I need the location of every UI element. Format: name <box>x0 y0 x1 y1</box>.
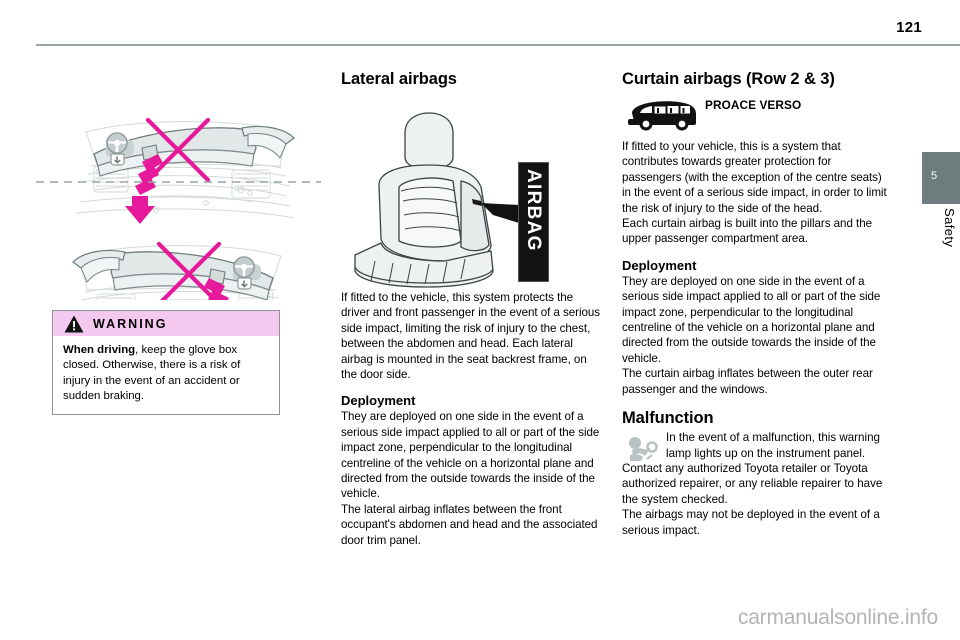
airbag-label-tag: AIRBAG <box>518 162 549 282</box>
column-middle: Lateral airbags <box>341 70 603 548</box>
front-seat-lateral-airbag-icon <box>354 112 519 288</box>
header-rule <box>36 44 960 46</box>
airbag-label-text: AIRBAG <box>523 169 544 252</box>
warning-text: When driving, keep the glove box closed.… <box>53 336 279 414</box>
warning-lead-bold: When driving <box>63 344 136 356</box>
chapter-label: Safety <box>942 208 957 248</box>
vehicle-variant-name: PROACE VERSO <box>705 98 802 112</box>
site-watermark: carmanualsonline.info <box>737 606 938 629</box>
warning-heading: WARNING <box>93 316 168 331</box>
warning-text-rest: , keep the glove box closed. Otherwise, … <box>63 344 241 403</box>
warning-triangle-icon <box>64 315 84 332</box>
chapter-tab[interactable]: 5 <box>922 152 960 204</box>
chapter-number: 5 <box>931 170 938 182</box>
glove-box-illustration <box>36 70 331 348</box>
curtain-airbags-intro: If fitted to your vehicle, this is a sys… <box>622 140 887 246</box>
curtain-airbags-title: Curtain airbags (Row 2 & 3) <box>622 70 835 88</box>
lateral-deployment-text: They are deployed on one side in the eve… <box>341 410 600 547</box>
seat-illustration: AIRBAG <box>341 95 603 290</box>
lateral-airbags-title: Lateral airbags <box>341 70 457 88</box>
curtain-deployment-heading: Deployment <box>622 257 697 273</box>
lateral-deployment-heading: Deployment <box>341 393 416 409</box>
van-vehicle-icon <box>628 101 696 131</box>
malfunction-rest-text: Contact any authorized Toyota retailer o… <box>622 461 883 537</box>
warning-header: WARNING <box>53 311 279 336</box>
glove-box-airbag-deployment-zone-icon <box>36 117 321 348</box>
vehicle-variant-row: PROACE VERSO <box>622 95 887 135</box>
column-left <box>36 70 331 348</box>
lateral-airbags-intro: If fitted to the vehicle, this system pr… <box>341 291 601 382</box>
curtain-deployment-text: They are deployed on one side in the eve… <box>622 274 881 396</box>
page-number: 121 <box>896 19 922 36</box>
malfunction-title: Malfunction <box>622 409 714 428</box>
malfunction-block: In the event of a malfunction, this warn… <box>622 430 887 538</box>
airbag-warning-lamp-icon <box>629 437 658 462</box>
column-right: Curtain airbags (Row 2 & 3) <box>622 70 887 538</box>
malfunction-lead-text: In the event of a malfunction, this warn… <box>666 431 880 460</box>
warning-box: WARNING When driving, keep the glove box… <box>52 310 280 415</box>
